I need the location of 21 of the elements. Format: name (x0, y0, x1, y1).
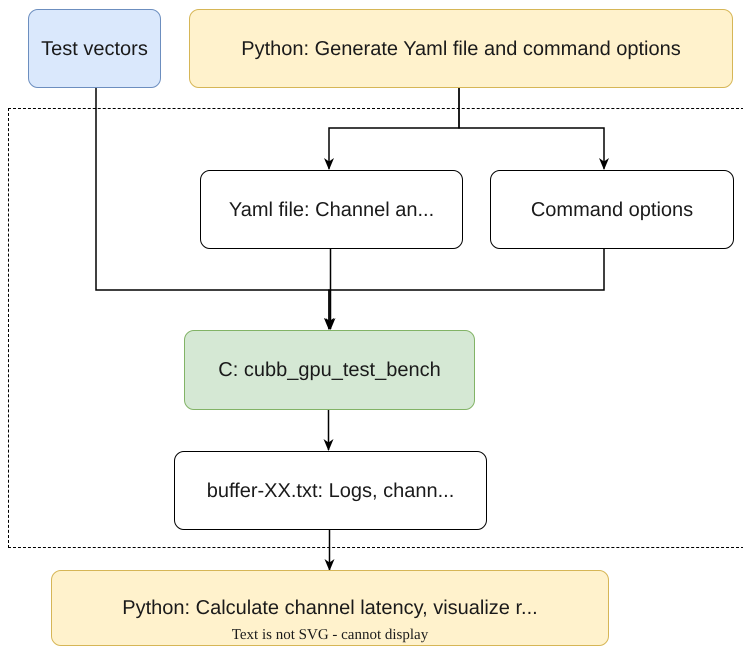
arrow (458, 88, 609, 170)
dashed-group-frame (8, 108, 743, 548)
process-box (174, 451, 487, 530)
box-label: Yaml file: Channel an... (228, 198, 434, 222)
box-label: Python: Calculate channel latency, visualize r... (122, 596, 538, 620)
box-label: Command options (530, 198, 694, 222)
process-box (28, 9, 161, 88)
arrow (324, 248, 605, 330)
arrow (324, 409, 334, 451)
box-label: Test vectors (41, 36, 148, 60)
process-box (490, 170, 734, 249)
render-note: Text is not SVG - cannot display (230, 627, 430, 644)
arrow (324, 529, 334, 571)
process-box (200, 170, 463, 249)
box-label: Python: Generate Yaml file and command options (241, 36, 681, 60)
process-box (189, 9, 733, 88)
process-box (51, 570, 609, 646)
arrow (326, 248, 336, 330)
process-box (184, 330, 475, 410)
box-label: buffer-XX.txt: Logs, chann... (206, 478, 454, 502)
box-label: C: cubb_gpu_test_bench (218, 358, 441, 382)
